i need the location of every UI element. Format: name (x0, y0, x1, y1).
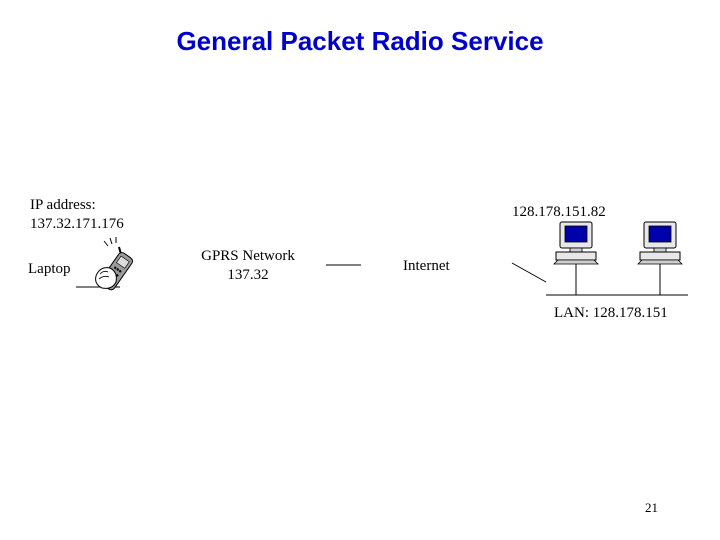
server-ip-label: 128.178.151.82 (512, 204, 606, 220)
gprs-network-value: 137.32 (227, 267, 269, 283)
laptop-label: Laptop (28, 261, 71, 277)
gprs-network-label: GPRS Network (201, 248, 295, 264)
desktop-computer-icon (637, 221, 683, 265)
internet-label: Internet (403, 258, 450, 274)
slide-title: General Packet Radio Service (176, 26, 544, 56)
mobile-phone-icon (95, 237, 133, 291)
ip-address-value: 137.32.171.176 (30, 216, 124, 232)
desktop-computer-icon (553, 221, 599, 265)
ip-address-label: IP address: (30, 197, 96, 213)
page-number: 21 (645, 500, 658, 515)
internet-lan-link (511, 262, 547, 283)
lan-label: LAN: 128.178.151 (554, 305, 668, 321)
